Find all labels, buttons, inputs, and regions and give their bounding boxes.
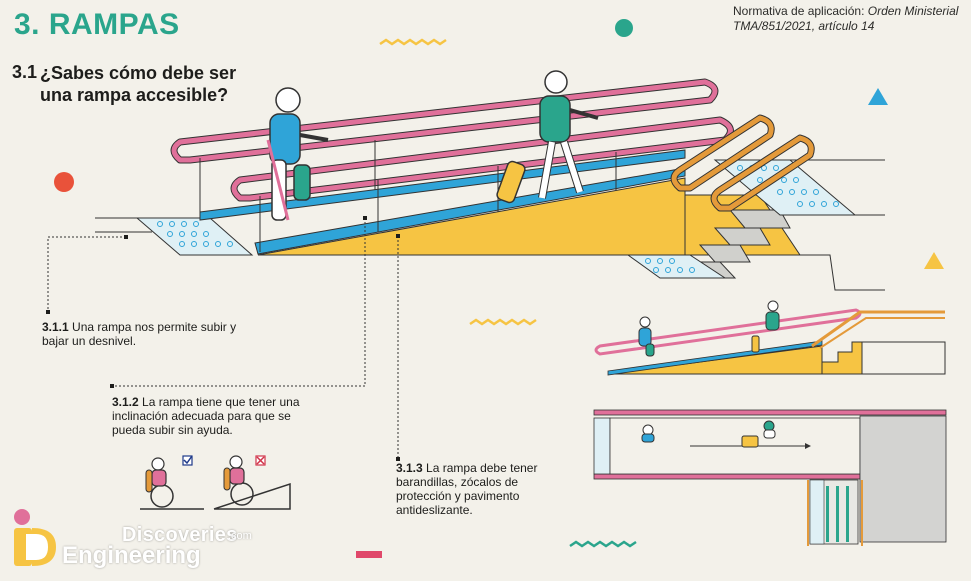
discoveries-engineering-logo — [14, 509, 56, 566]
yellow-zigzag-mid — [469, 318, 537, 326]
regulation-prefix: Normativa de aplicación: — [733, 4, 868, 18]
logo-text-discoveries: Discoveries — [122, 524, 238, 546]
note-text: La rampa debe tener barandillas, zócalos… — [396, 461, 538, 517]
note-3-1-2: 3.1.2 La rampa tiene que tener una incli… — [112, 395, 322, 437]
leader-lines — [47, 218, 399, 459]
stair-handrail-back — [671, 115, 774, 191]
yellow-triangle-decoration — [924, 252, 944, 269]
note-3-1-3: 3.1.3 La rampa debe tener barandillas, z… — [396, 461, 566, 517]
note-number: 3.1.1 — [42, 320, 69, 334]
note-text: La rampa tiene que tener una inclinación… — [112, 395, 300, 437]
wheelchair-incorrect-icon — [213, 455, 291, 510]
green-zigzag-bottom — [569, 540, 637, 548]
regulation-note: Normativa de aplicación: Orden Ministeri… — [733, 4, 958, 34]
regulation-ref: Orden Ministerial — [867, 4, 959, 18]
blue-triangle-decoration — [868, 88, 888, 105]
note-3-1-1: 3.1.1 Una rampa nos permite subir y baja… — [42, 320, 262, 348]
wheelchair-correct-icon — [140, 455, 204, 510]
note-number: 3.1.2 — [112, 395, 139, 409]
pink-bar-decoration — [356, 551, 382, 558]
green-dot-decoration — [615, 19, 633, 37]
note-text: Una rampa nos permite subir y bajar un d… — [42, 320, 237, 348]
question-text: ¿Sabes cómo debe ser una rampa accesible… — [40, 63, 237, 105]
yellow-zigzag-top — [379, 38, 447, 46]
person-with-crutches — [266, 87, 329, 221]
regulation-article: TMA/851/2021, artículo 14 — [733, 19, 875, 33]
tactile-paving-stairs — [626, 254, 727, 279]
page-title: 3. RAMPAS — [14, 8, 180, 41]
ramp-side-elevation — [594, 300, 946, 376]
note-number: 3.1.3 — [396, 461, 423, 475]
question-number: 3.1 — [12, 62, 38, 82]
ramp-plan-view — [593, 409, 947, 546]
stair-handrail-front — [711, 135, 814, 211]
logo-text-engineering: Engineering — [62, 542, 201, 569]
logo-text-dotcom: .com — [228, 530, 252, 542]
handrail-back — [171, 79, 718, 163]
main-ramp-scene — [95, 70, 885, 291]
person-with-luggage — [496, 70, 599, 204]
red-dot-decoration — [54, 172, 74, 192]
